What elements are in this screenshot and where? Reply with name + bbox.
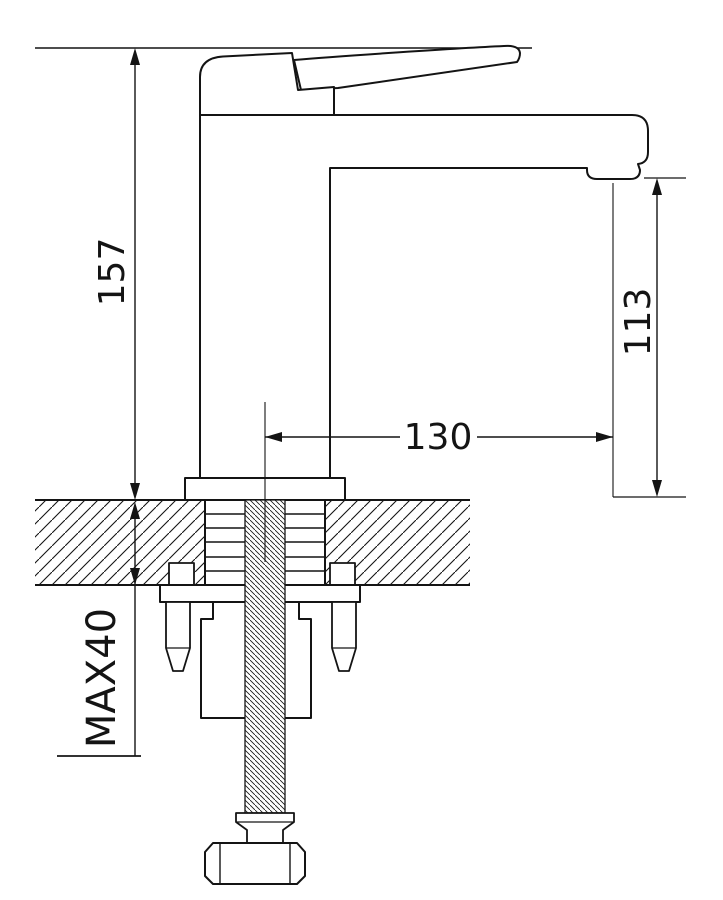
- arrow-left-icon: [265, 432, 282, 442]
- dim-spout-reach: 130: [264, 402, 613, 562]
- fastening-nut: [204, 842, 306, 885]
- dim-label-overall-height: 157: [92, 238, 133, 307]
- arrow-up-icon: [130, 48, 140, 65]
- dim-label-max-thickness: MAX40: [79, 608, 125, 748]
- lever-handle: [293, 44, 521, 91]
- dim-label-spout-height: 113: [618, 288, 659, 357]
- fixing-bolt-left: [165, 601, 191, 672]
- mounting-hardware: [159, 499, 361, 885]
- faucet-body-and-spout-outline: [199, 114, 649, 479]
- arrow-up-icon: [652, 178, 662, 195]
- handle-cap: [199, 52, 335, 116]
- arrow-down-icon: [652, 480, 662, 497]
- bracket-tab-left: [168, 562, 195, 586]
- fixing-bolt-right: [331, 601, 357, 672]
- bracket-tab-right: [329, 562, 356, 586]
- dim-overall-height: 157: [92, 48, 140, 500]
- arrow-right-icon: [596, 432, 613, 442]
- dim-max-thickness: MAX40: [57, 502, 141, 757]
- arrow-down-icon: [130, 483, 140, 500]
- dimensions: 157 MAX40 113 130: [57, 48, 686, 757]
- dim-label-spout-reach: 130: [404, 417, 473, 458]
- faucet: [184, 44, 649, 501]
- dim-spout-height: 113: [612, 177, 686, 498]
